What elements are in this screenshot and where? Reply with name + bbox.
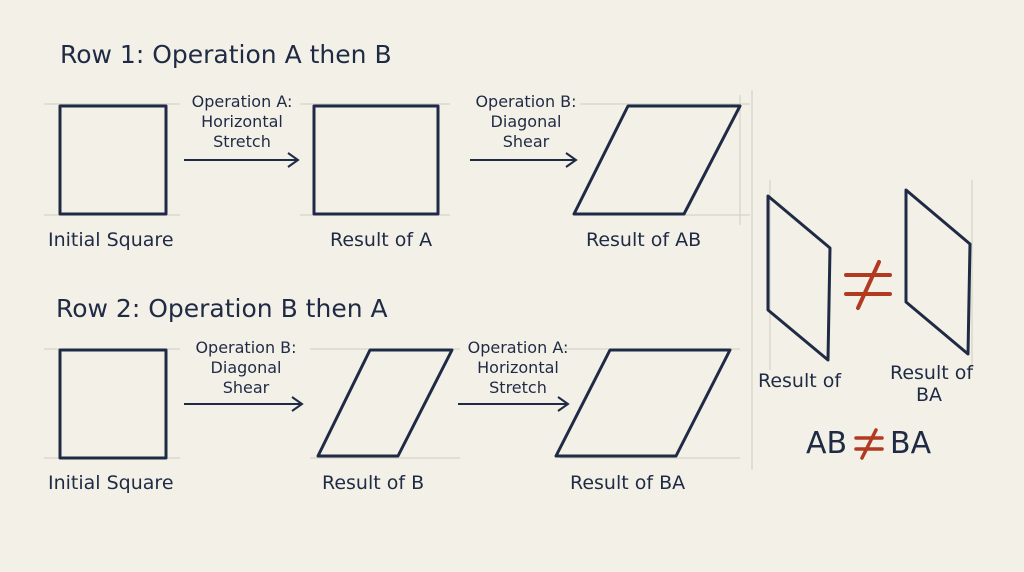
row2-op2-label: Operation A: Horizontal Stretch [456,338,580,398]
row2-op1-line: Operation B: [195,338,297,357]
row2-op2-line: Operation A: [467,338,569,357]
row2-result2-label: Result of BA [570,472,686,494]
row1-title: Row 1: Operation A then B [60,40,392,69]
row1-op1-label: Operation A: Horizontal Stretch [180,92,304,152]
row1-op2-line: Shear [502,132,550,151]
row2-op2-line: Stretch [489,378,547,397]
row2-op2-line: Horizontal [477,358,559,377]
row1-op1-line: Operation A: [191,92,293,111]
row2-result-b-parallelogram [316,348,454,458]
row2-initial-label: Initial Square [48,472,174,494]
row1-op2-line: Operation B: [475,92,577,111]
row2-result1-label: Result of B [322,472,425,494]
compare-left-shape [766,194,832,362]
summary-right: BA [890,426,932,461]
row1-op2-line: Diagonal [490,112,562,131]
row1-initial-square [58,104,168,216]
row1-arrow-2-head [565,152,578,168]
row2-initial-square [58,348,168,460]
row1-op1-line: Horizontal [201,112,283,131]
row2-op1-line: Diagonal [210,358,282,377]
row1-op1-line: Stretch [213,132,271,151]
row1-result1-label: Result of A [330,229,433,251]
row1-initial-label: Initial Square [48,229,174,251]
row1-op2-label: Operation B: Diagonal Shear [464,92,588,152]
row2-op1-line: Shear [222,378,270,397]
row1-result-ab-parallelogram [572,104,742,216]
not-equal-icon [844,260,892,310]
summary-not-equal-icon [854,428,884,460]
row2-op1-label: Operation B: Diagonal Shear [184,338,308,398]
compare-right-shape [904,188,972,356]
row1-result2-label: Result of AB [586,229,702,251]
compare-left-label: Result of [758,370,842,392]
compare-right-label-line1: Result of [890,362,974,384]
row1-result-a-rect [312,104,440,216]
row2-arrow-1-head [291,396,304,412]
row1-arrow-1-head [287,152,300,168]
row2-result-ba-parallelogram [554,348,732,458]
row2-arrow-2-head [557,396,570,412]
row2-title: Row 2: Operation B then A [56,294,388,323]
summary-left: AB [806,426,848,461]
compare-right-label-line2: BA [916,384,943,406]
